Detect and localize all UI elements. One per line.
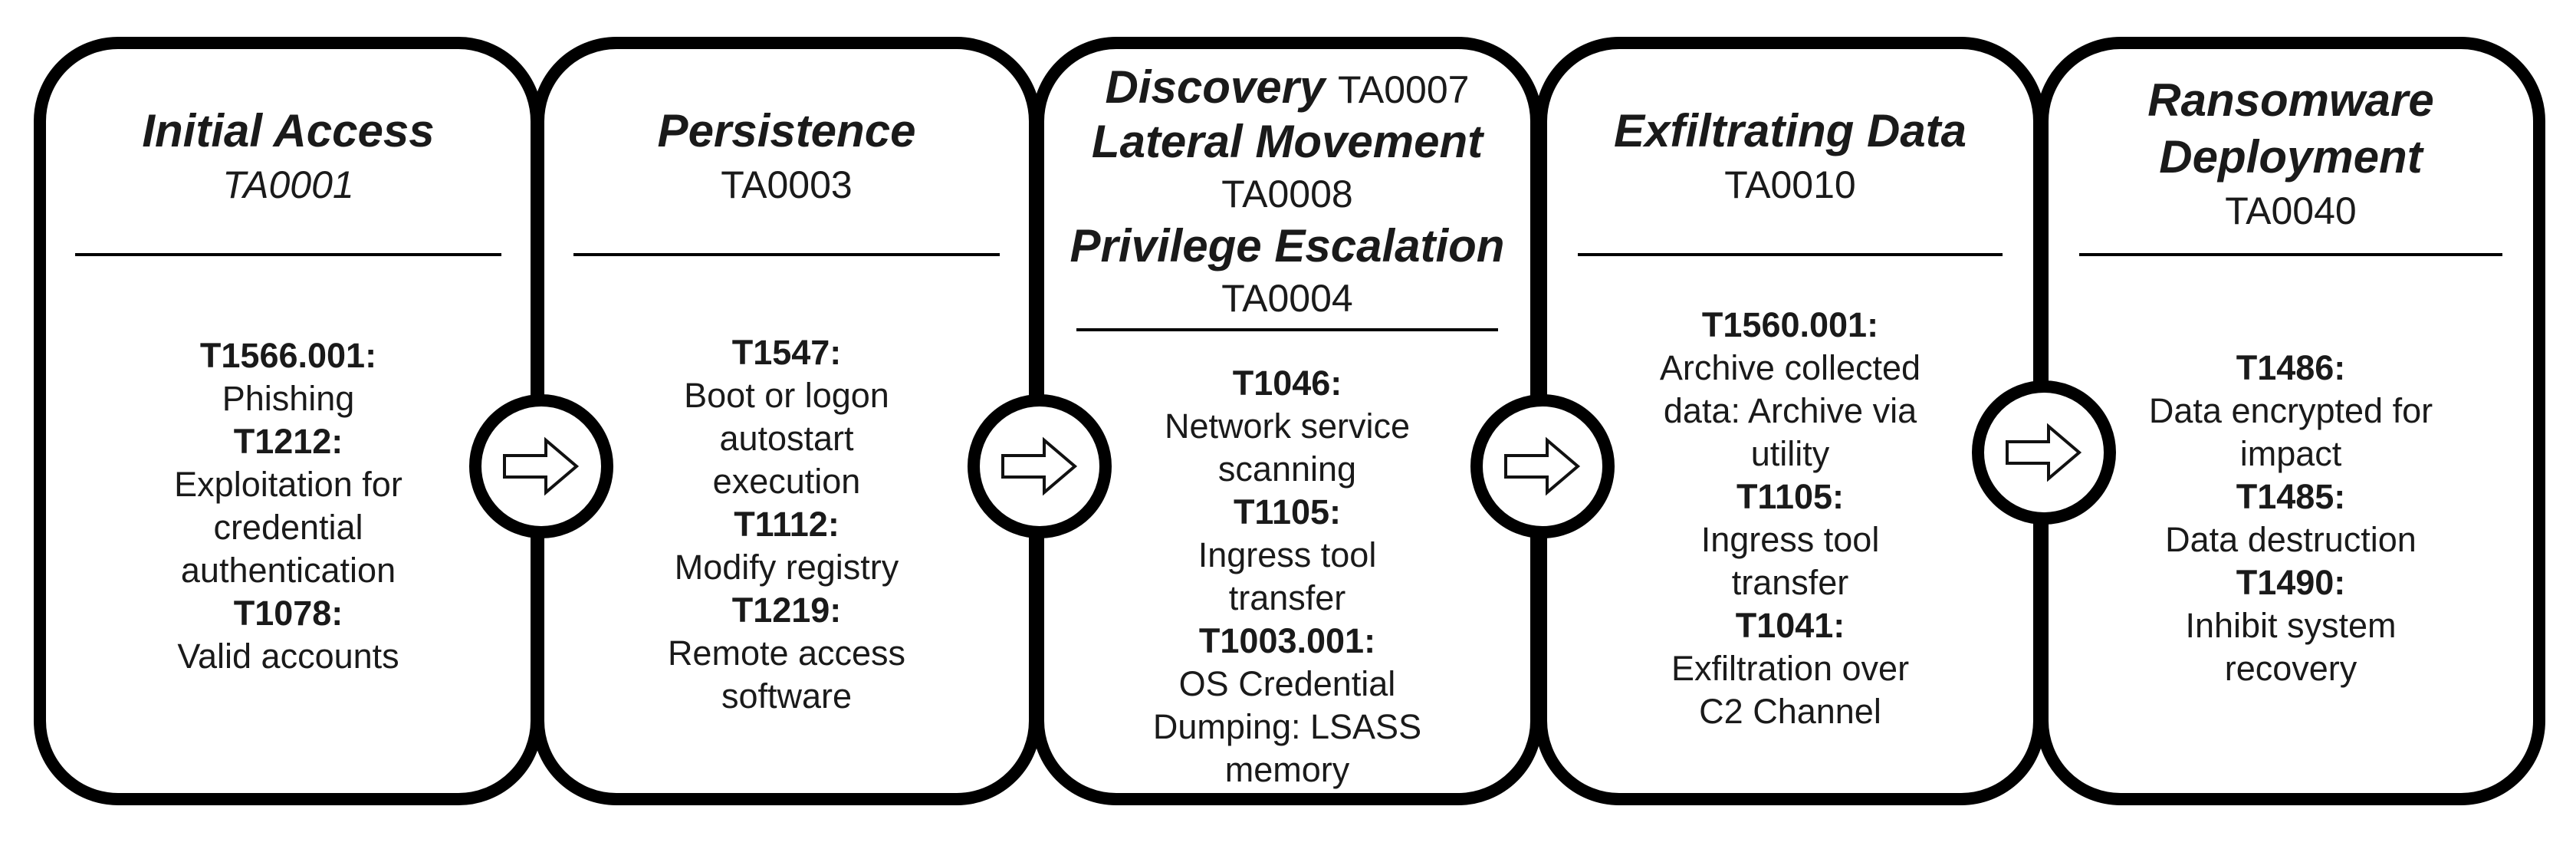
technique-id: T1547: xyxy=(731,333,842,372)
connector-2-3 xyxy=(968,394,1112,538)
technique-desc: Inhibit system xyxy=(2185,606,2397,645)
stage-code: TA0010 xyxy=(1724,163,1856,206)
technique-list: T1486: Data encrypted for impact T1485: … xyxy=(2064,347,2518,690)
stage-header: Persistence TA0003 xyxy=(544,103,1029,210)
technique-desc: autostart xyxy=(719,419,854,458)
stage-header: Ransomware Deployment TA0040 xyxy=(2049,72,2533,236)
connector-3-4 xyxy=(1470,394,1615,538)
technique-desc: transfer xyxy=(1228,578,1346,617)
technique-id: T1105: xyxy=(1736,477,1845,516)
technique-id: T1490: xyxy=(2236,563,2346,602)
connector-4-5 xyxy=(1972,380,2116,525)
technique-desc: Modify registry xyxy=(674,548,899,587)
stage-title: Ransomware xyxy=(2147,74,2434,126)
technique-desc: Archive collected xyxy=(1659,348,1921,387)
stage-title: Privilege Escalation xyxy=(1070,220,1505,271)
technique-id: T1046: xyxy=(1232,364,1342,403)
technique-id: T1078: xyxy=(233,594,343,633)
technique-desc: transfer xyxy=(1731,563,1849,602)
stage-divider xyxy=(75,253,501,256)
right-arrow-icon xyxy=(503,436,580,496)
technique-id: T1041: xyxy=(1735,606,1845,645)
stage-title: Deployment xyxy=(2159,131,2423,183)
technique-id: T1486: xyxy=(2236,348,2346,387)
technique-desc: recovery xyxy=(2224,649,2358,688)
stage-title: Discovery xyxy=(1105,61,1326,113)
technique-desc: Network service xyxy=(1164,406,1411,446)
stage-header: Discovery TA0007 Lateral Movement TA0008… xyxy=(1044,61,1530,324)
technique-desc: utility xyxy=(1750,434,1830,473)
stage-title: Exfiltrating Data xyxy=(1613,105,1967,156)
stage-title-line: Discovery TA0007 xyxy=(1044,61,1530,116)
technique-desc: Remote access xyxy=(667,633,906,673)
right-arrow-icon xyxy=(2006,423,2082,482)
technique-desc: execution xyxy=(712,462,861,501)
stage-code: TA0040 xyxy=(2225,189,2357,232)
stage-code: TA0008 xyxy=(1221,173,1353,216)
stage-initial-access: Initial Access TA0001 T1566.001: Phishin… xyxy=(34,37,543,805)
technique-desc: scanning xyxy=(1217,449,1357,489)
technique-desc: software xyxy=(721,676,853,716)
technique-desc: OS Credential xyxy=(1178,664,1396,703)
technique-desc: Ingress tool xyxy=(1198,535,1377,574)
technique-id: T1105: xyxy=(1233,492,1342,531)
stage-code: TA0007 xyxy=(1338,68,1470,111)
technique-desc: Data destruction xyxy=(2165,520,2417,559)
technique-id: T1560.001: xyxy=(1701,305,1879,344)
technique-id: T1212: xyxy=(233,422,343,461)
technique-desc: memory xyxy=(1224,750,1350,789)
technique-desc: Valid accounts xyxy=(177,637,399,676)
technique-list: T1046: Network service scanning T1105: I… xyxy=(1060,362,1515,791)
technique-desc: C2 Channel xyxy=(1699,692,1881,731)
stage-code: TA0001 xyxy=(222,163,354,206)
technique-desc: data: Archive via xyxy=(1663,391,1917,430)
technique-id: T1566.001: xyxy=(199,336,377,375)
technique-list: T1560.001: Archive collected data: Archi… xyxy=(1562,304,2018,733)
technique-id: T1112: xyxy=(734,505,840,544)
technique-id: T1485: xyxy=(2236,477,2346,516)
technique-desc: impact xyxy=(2239,434,2342,473)
technique-desc: Ingress tool xyxy=(1700,520,1880,559)
stage-code: TA0004 xyxy=(1221,277,1353,320)
technique-id: T1219: xyxy=(731,591,842,630)
connector-1-2 xyxy=(469,394,613,538)
stage-code: TA0003 xyxy=(721,163,853,206)
technique-id: T1003.001: xyxy=(1198,621,1376,660)
stage-ransomware-deployment: Ransomware Deployment TA0040 T1486: Data… xyxy=(2036,37,2545,805)
technique-desc: Exploitation for xyxy=(174,465,402,504)
stage-header: Initial Access TA0001 xyxy=(46,103,531,210)
stage-divider xyxy=(573,253,1000,256)
technique-desc: Data encrypted for xyxy=(2148,391,2433,430)
technique-desc: Phishing xyxy=(222,379,355,418)
technique-desc: authentication xyxy=(180,551,396,590)
stage-title: Lateral Movement xyxy=(1091,116,1484,167)
technique-list: T1547: Boot or logon autostart execution… xyxy=(560,331,1014,718)
stage-persistence: Persistence TA0003 T1547: Boot or logon … xyxy=(532,37,1041,805)
technique-desc: Boot or logon xyxy=(684,376,889,415)
technique-desc: Exfiltration over xyxy=(1671,649,1910,688)
stage-title: Persistence xyxy=(657,105,916,156)
stage-divider xyxy=(2079,253,2502,256)
stage-header: Exfiltrating Data TA0010 xyxy=(1547,103,2033,210)
stage-divider xyxy=(1578,253,2003,256)
stage-title: Initial Access xyxy=(142,105,435,156)
stage-divider xyxy=(1076,328,1498,331)
technique-desc: credential xyxy=(213,508,363,547)
right-arrow-icon xyxy=(1001,436,1078,496)
stage-exfiltrating-data: Exfiltrating Data TA0010 T1560.001: Arch… xyxy=(1535,37,2045,805)
stage-discovery-lateral-privilege: Discovery TA0007 Lateral Movement TA0008… xyxy=(1032,37,1543,805)
technique-list: T1566.001: Phishing T1212: Exploitation … xyxy=(61,334,515,678)
technique-desc: Dumping: LSASS xyxy=(1152,707,1422,746)
right-arrow-icon xyxy=(1504,436,1581,496)
